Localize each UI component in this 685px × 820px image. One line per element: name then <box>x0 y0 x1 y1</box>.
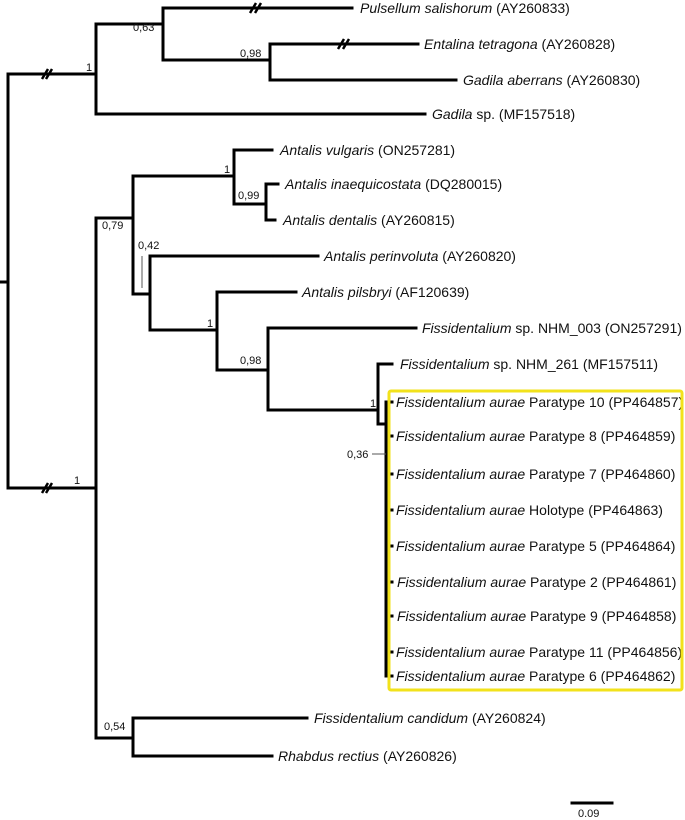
support-value: 0,63 <box>133 22 154 34</box>
support-value: 0,54 <box>104 721 125 733</box>
highlight-box <box>387 389 684 692</box>
support-value: 1 <box>224 164 230 176</box>
tip-label: Fissidentalium aurae Paratype 8 (PP46485… <box>396 428 675 444</box>
tip-label: Antalis inaequicostata (DQ280015) <box>284 176 502 192</box>
tip-label: Fissidentalium aurae Paratype 10 (PP4648… <box>396 394 683 410</box>
tip-label: Fissidentalium sp. NHM_261 (MF157511) <box>400 356 658 372</box>
tip-label: Entalina tetragona (AY260828) <box>424 36 615 52</box>
tip-label: Pulsellum salishorum (AY260833) <box>360 0 570 16</box>
tip-label: Fissidentalium aurae Paratype 2 (PP46486… <box>397 574 676 590</box>
branch-clade-042 <box>131 254 152 332</box>
tip-label: Fissidentalium aurae Holotype (PP464863) <box>396 502 663 518</box>
branch-clade-aurae <box>376 400 388 678</box>
tip-label: Fissidentalium aurae Paratype 11 (PP4648… <box>396 644 682 660</box>
support-value: 1 <box>370 398 376 410</box>
tip-label: Fissidentalium aurae Paratype 6 (PP46486… <box>396 668 675 684</box>
branch-clade-gadilida <box>6 22 98 116</box>
branch-clade-1c <box>266 362 380 426</box>
root-branch <box>0 72 10 490</box>
scale-bar-label: 0.09 <box>578 808 599 820</box>
support-value: 0,36 <box>347 449 368 461</box>
tip-label: Fissidentalium aurae Paratype 7 (PP46486… <box>396 466 675 482</box>
support-value: 0,42 <box>138 240 159 252</box>
branch-break-icon <box>40 2 351 494</box>
branch-clade-antalis <box>131 148 236 206</box>
support-value: 1 <box>207 318 213 330</box>
tip-label: Gadila aberrans (AY260830) <box>463 72 640 88</box>
tip-label: Gadila sp. (MF157518) <box>432 106 575 122</box>
branch-clade-079 <box>94 174 135 296</box>
branch-clade-099 <box>232 182 268 222</box>
support-value: 0,99 <box>238 190 259 202</box>
branch-clade-054 <box>94 716 135 758</box>
tip-label: Antalis dentalis (AY260815) <box>282 212 455 228</box>
tip-label: Fissidentalium aurae Paratype 9 (PP46485… <box>397 608 676 624</box>
branch-clade-063 <box>94 6 165 62</box>
support-value: 1 <box>74 475 80 487</box>
branch-clade-dentaliida <box>6 216 98 740</box>
support-value: 0,98 <box>240 48 261 60</box>
support-value: 1 <box>86 62 92 74</box>
branch-clade-098b <box>215 326 270 412</box>
tip-label: Fissidentalium sp. NHM_003 (ON257291) <box>422 320 682 336</box>
support-value: 0,79 <box>102 220 123 232</box>
tip-label: Antalis pilsbryi (AF120639) <box>301 284 469 300</box>
tip-label: Fissidentalium candidum (AY260824) <box>314 710 546 726</box>
tip-label: Fissidentalium aurae Paratype 5 (PP46486… <box>396 538 675 554</box>
tip-label: Antalis vulgaris (ON257281) <box>279 142 455 158</box>
branch-clade-1b <box>148 290 219 372</box>
support-value: 0,98 <box>240 355 261 367</box>
branch-clade-098a <box>161 42 272 82</box>
tip-label: Antalis perinvoluta (AY260820) <box>323 248 516 264</box>
tip-label: Rhabdus rectius (AY260826) <box>278 748 457 764</box>
